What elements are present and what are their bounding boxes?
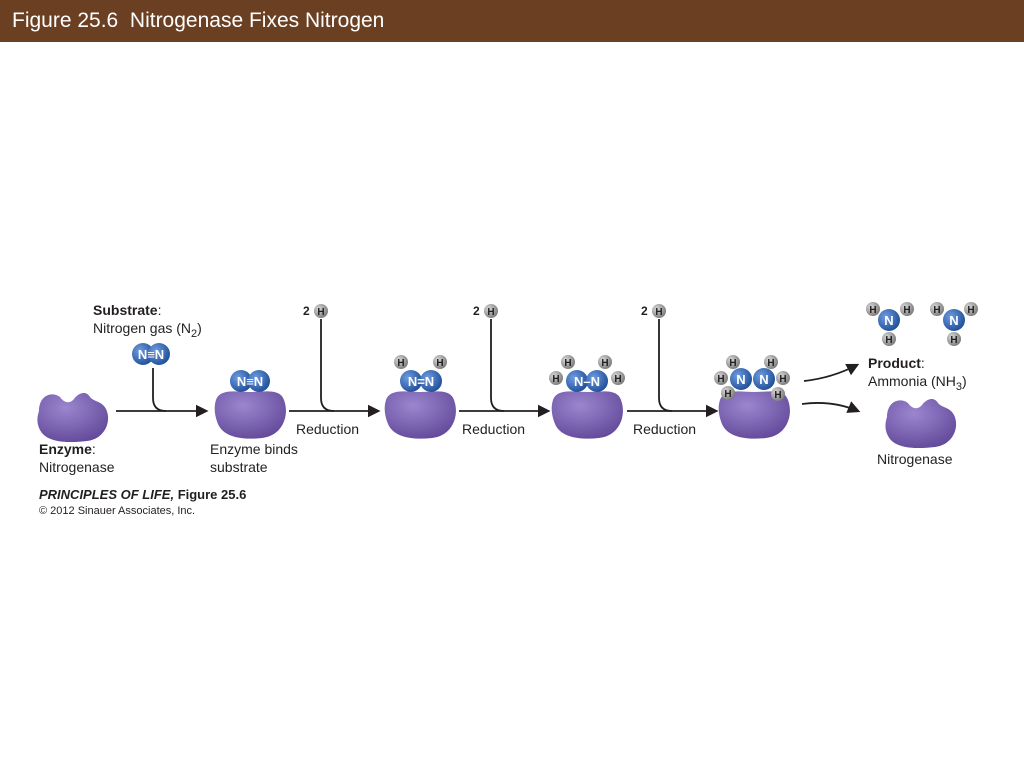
- reaction-arrows: [116, 319, 861, 418]
- enzyme-name: Nitrogenase: [39, 459, 115, 475]
- step1-coefficient: 2: [303, 304, 310, 318]
- enzyme-step3-shape: [551, 391, 623, 439]
- step3-hydrogen-label: H: [655, 307, 662, 318]
- hydrogen-label: H: [774, 390, 781, 401]
- enzyme-colon: :: [91, 441, 96, 457]
- substrate-subscript: 2: [191, 328, 198, 340]
- hydrogen-label: H: [903, 305, 910, 316]
- product-suffix: ): [962, 373, 967, 389]
- step2-coefficient: 2: [473, 304, 480, 318]
- hydrogen-label: H: [933, 305, 940, 316]
- hydrogen-label: H: [767, 358, 774, 369]
- hydrogen-label: H: [885, 335, 892, 346]
- product-name: Ammonia (NH: [868, 373, 956, 389]
- substrate-join-curve: [152, 368, 167, 412]
- enzyme-released-shape: [885, 398, 957, 449]
- enzyme-binds-line1: Enzyme binds: [210, 441, 298, 457]
- hydrogen-label: H: [717, 374, 724, 385]
- bound-ammonia-pair: H H H H H H N N: [714, 355, 790, 401]
- enzyme-step2-shape: [384, 391, 456, 439]
- substrate-heading: Substrate: [93, 302, 158, 318]
- substrate-n2-bond-label: N≡N: [138, 347, 164, 362]
- step2-join-curve: [490, 319, 505, 412]
- ammonia-product-1: H H H N: [866, 302, 914, 346]
- nitrogen-label: N: [759, 372, 768, 387]
- ammonia-product-2: H H H N: [930, 302, 978, 346]
- step1-join-curve: [320, 319, 335, 412]
- nitrogen-label: N: [884, 313, 893, 328]
- hydrazine-molecule: H H H H N–N: [549, 355, 625, 392]
- bound-n2-bond-label: N≡N: [237, 374, 263, 389]
- hydrogen-label: H: [614, 374, 621, 385]
- enzyme-bound-shape: [214, 391, 286, 439]
- substrate-suffix: ): [197, 320, 202, 336]
- product-subscript: 3: [955, 381, 963, 393]
- released-enzyme-label: Nitrogenase: [877, 451, 953, 467]
- step3-hydrogen-input: 2 H: [641, 304, 666, 318]
- copyright-notice: © 2012 Sinauer Associates, Inc.: [39, 505, 196, 517]
- enzyme-label: Enzyme: Nitrogenase: [39, 440, 115, 476]
- hydrogen-label: H: [950, 335, 957, 346]
- hydrogen-label: H: [967, 305, 974, 316]
- enzyme-binds-label: Enzyme binds substrate: [210, 440, 298, 476]
- step1-hydrogen-input: 2 H: [303, 304, 328, 318]
- diazene-molecule: H H N=N: [394, 355, 447, 392]
- page-title: Figure 25.6 Nitrogenase Fixes Nitrogen: [12, 9, 385, 32]
- step2-reduction-label: Reduction: [462, 421, 526, 437]
- nitrogen-label: N: [736, 372, 745, 387]
- step3-coefficient: 2: [641, 304, 648, 318]
- step3-reduction-label: Reduction: [633, 421, 697, 437]
- hydrazine-bond-label: N–N: [574, 374, 600, 389]
- hydrogen-label: H: [436, 358, 443, 369]
- figure-credit: PRINCIPLES OF LIFE, Figure 25.6: [39, 487, 246, 502]
- product-heading: Product: [868, 355, 921, 371]
- credit-book-title: PRINCIPLES OF LIFE,: [39, 487, 175, 502]
- enzyme-free-shape: [37, 392, 109, 443]
- enzyme-binds-line2: substrate: [210, 459, 268, 475]
- product-label: Product: Ammonia (NH3): [868, 354, 967, 393]
- hydrogen-label: H: [552, 374, 559, 385]
- bound-n2-molecule: N≡N: [230, 370, 270, 392]
- nitrogen-label: N: [949, 313, 958, 328]
- product-colon: :: [920, 355, 925, 371]
- step3-join-curve: [658, 319, 673, 412]
- substrate-name: Nitrogen gas (N: [93, 320, 192, 336]
- enzyme-step4-shape: [718, 391, 790, 439]
- enzyme-release-arrow: [801, 401, 861, 413]
- hydrogen-label: H: [601, 358, 608, 369]
- step2-hydrogen-input: 2 H: [473, 304, 498, 318]
- hydrogen-label: H: [779, 374, 786, 385]
- product-release-arrow: [803, 363, 860, 382]
- enzyme-heading: Enzyme: [39, 441, 92, 457]
- step2-hydrogen-label: H: [487, 307, 494, 318]
- hydrogen-label: H: [564, 358, 571, 369]
- hydrogen-label: H: [869, 305, 876, 316]
- credit-figure-number: Figure 25.6: [174, 487, 247, 502]
- step1-reduction-label: Reduction: [296, 421, 360, 437]
- diazene-bond-label: N=N: [408, 374, 434, 389]
- substrate-label: Substrate: Nitrogen gas (N2): [93, 301, 202, 340]
- title-bar: Figure 25.6 Nitrogenase Fixes Nitrogen: [0, 0, 1024, 42]
- step1-hydrogen-label: H: [317, 307, 324, 318]
- hydrogen-label: H: [729, 358, 736, 369]
- substrate-n2-molecule: N≡N: [132, 343, 170, 365]
- hydrogen-label: H: [397, 358, 404, 369]
- hydrogen-label: H: [724, 389, 731, 400]
- substrate-colon: :: [157, 302, 162, 318]
